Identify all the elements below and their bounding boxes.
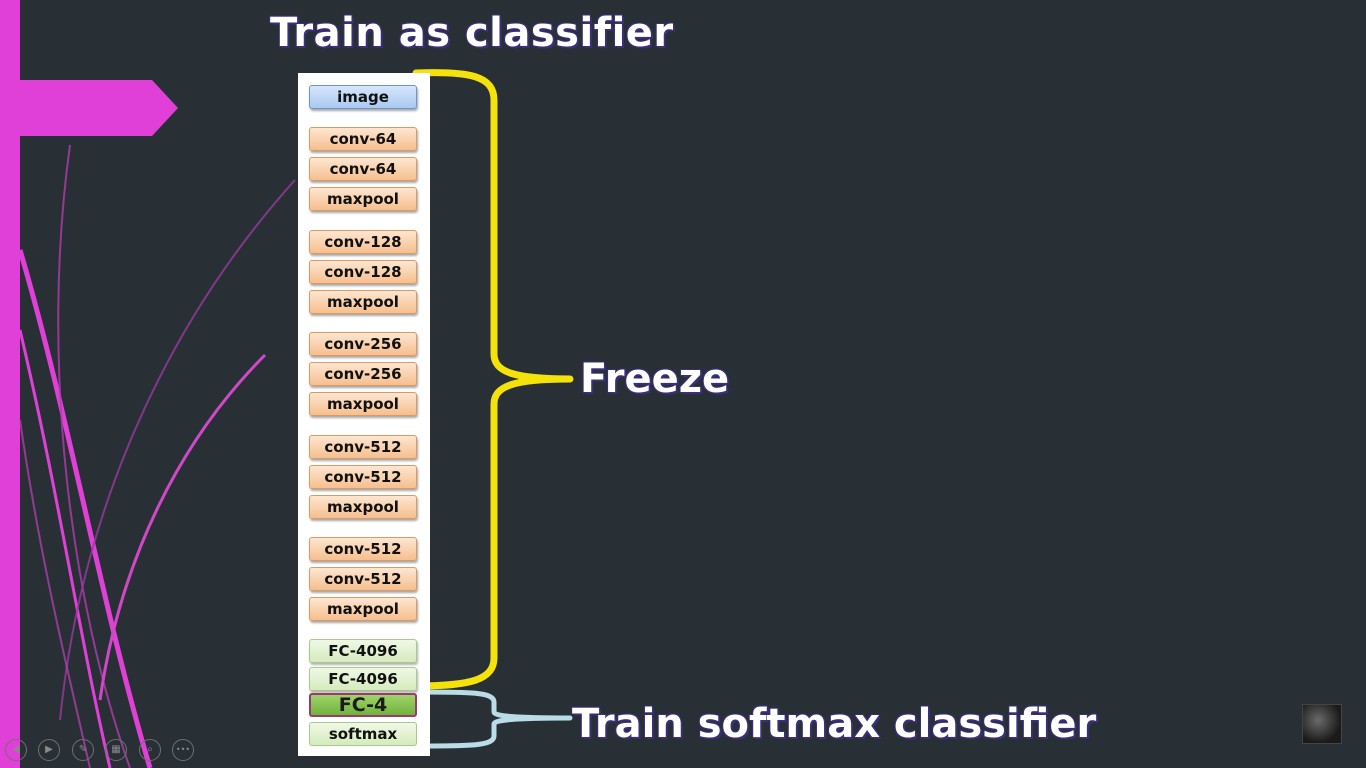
zoom-icon[interactable]: ⌕: [139, 739, 161, 761]
layer-box: conv-128: [309, 260, 417, 284]
layer-box: conv-256: [309, 362, 417, 386]
layer-box: image: [309, 85, 417, 109]
layer-box: maxpool: [309, 495, 417, 519]
freeze-brace: [412, 69, 574, 690]
accent-arrow: [20, 80, 178, 136]
train-brace: [415, 689, 573, 749]
more-icon[interactable]: •••: [172, 739, 194, 761]
layer-box: FC-4096: [309, 667, 417, 691]
layer-box-new: FC-4: [309, 693, 417, 717]
decorative-curve: [57, 144, 131, 768]
decorative-curve: [59, 179, 296, 721]
layer-box: conv-64: [309, 127, 417, 151]
decorative-curve: [98, 353, 267, 701]
layer-box: conv-512: [309, 567, 417, 591]
layer-box: conv-128: [309, 230, 417, 254]
layer-box: maxpool: [309, 290, 417, 314]
layer-box: conv-64: [309, 157, 417, 181]
next-icon[interactable]: ▶: [38, 739, 60, 761]
layer-box: conv-512: [309, 435, 417, 459]
layer-box: maxpool: [309, 187, 417, 211]
layer-box: softmax: [309, 722, 417, 746]
decorative-curve: [19, 419, 91, 768]
pen-icon[interactable]: ✎: [72, 739, 94, 761]
slide-title: Train as classifier: [270, 10, 674, 56]
layer-box: conv-512: [309, 537, 417, 561]
decorative-curve: [17, 249, 153, 768]
left-accent-bar: [0, 0, 20, 768]
slides-grid-icon[interactable]: ▦: [105, 739, 127, 761]
decorative-curve: [18, 329, 112, 768]
train-softmax-label: Train softmax classifier: [572, 701, 1097, 747]
layer-box: maxpool: [309, 597, 417, 621]
previous-icon[interactable]: ◀: [5, 739, 27, 761]
network-diagram: image conv-64 conv-64 maxpool conv-128 c…: [298, 73, 430, 756]
layer-box: conv-256: [309, 332, 417, 356]
channel-logo: [1302, 704, 1342, 744]
freeze-label: Freeze: [580, 356, 730, 402]
layer-box: FC-4096: [309, 639, 417, 663]
layer-box: maxpool: [309, 392, 417, 416]
layer-box: conv-512: [309, 465, 417, 489]
